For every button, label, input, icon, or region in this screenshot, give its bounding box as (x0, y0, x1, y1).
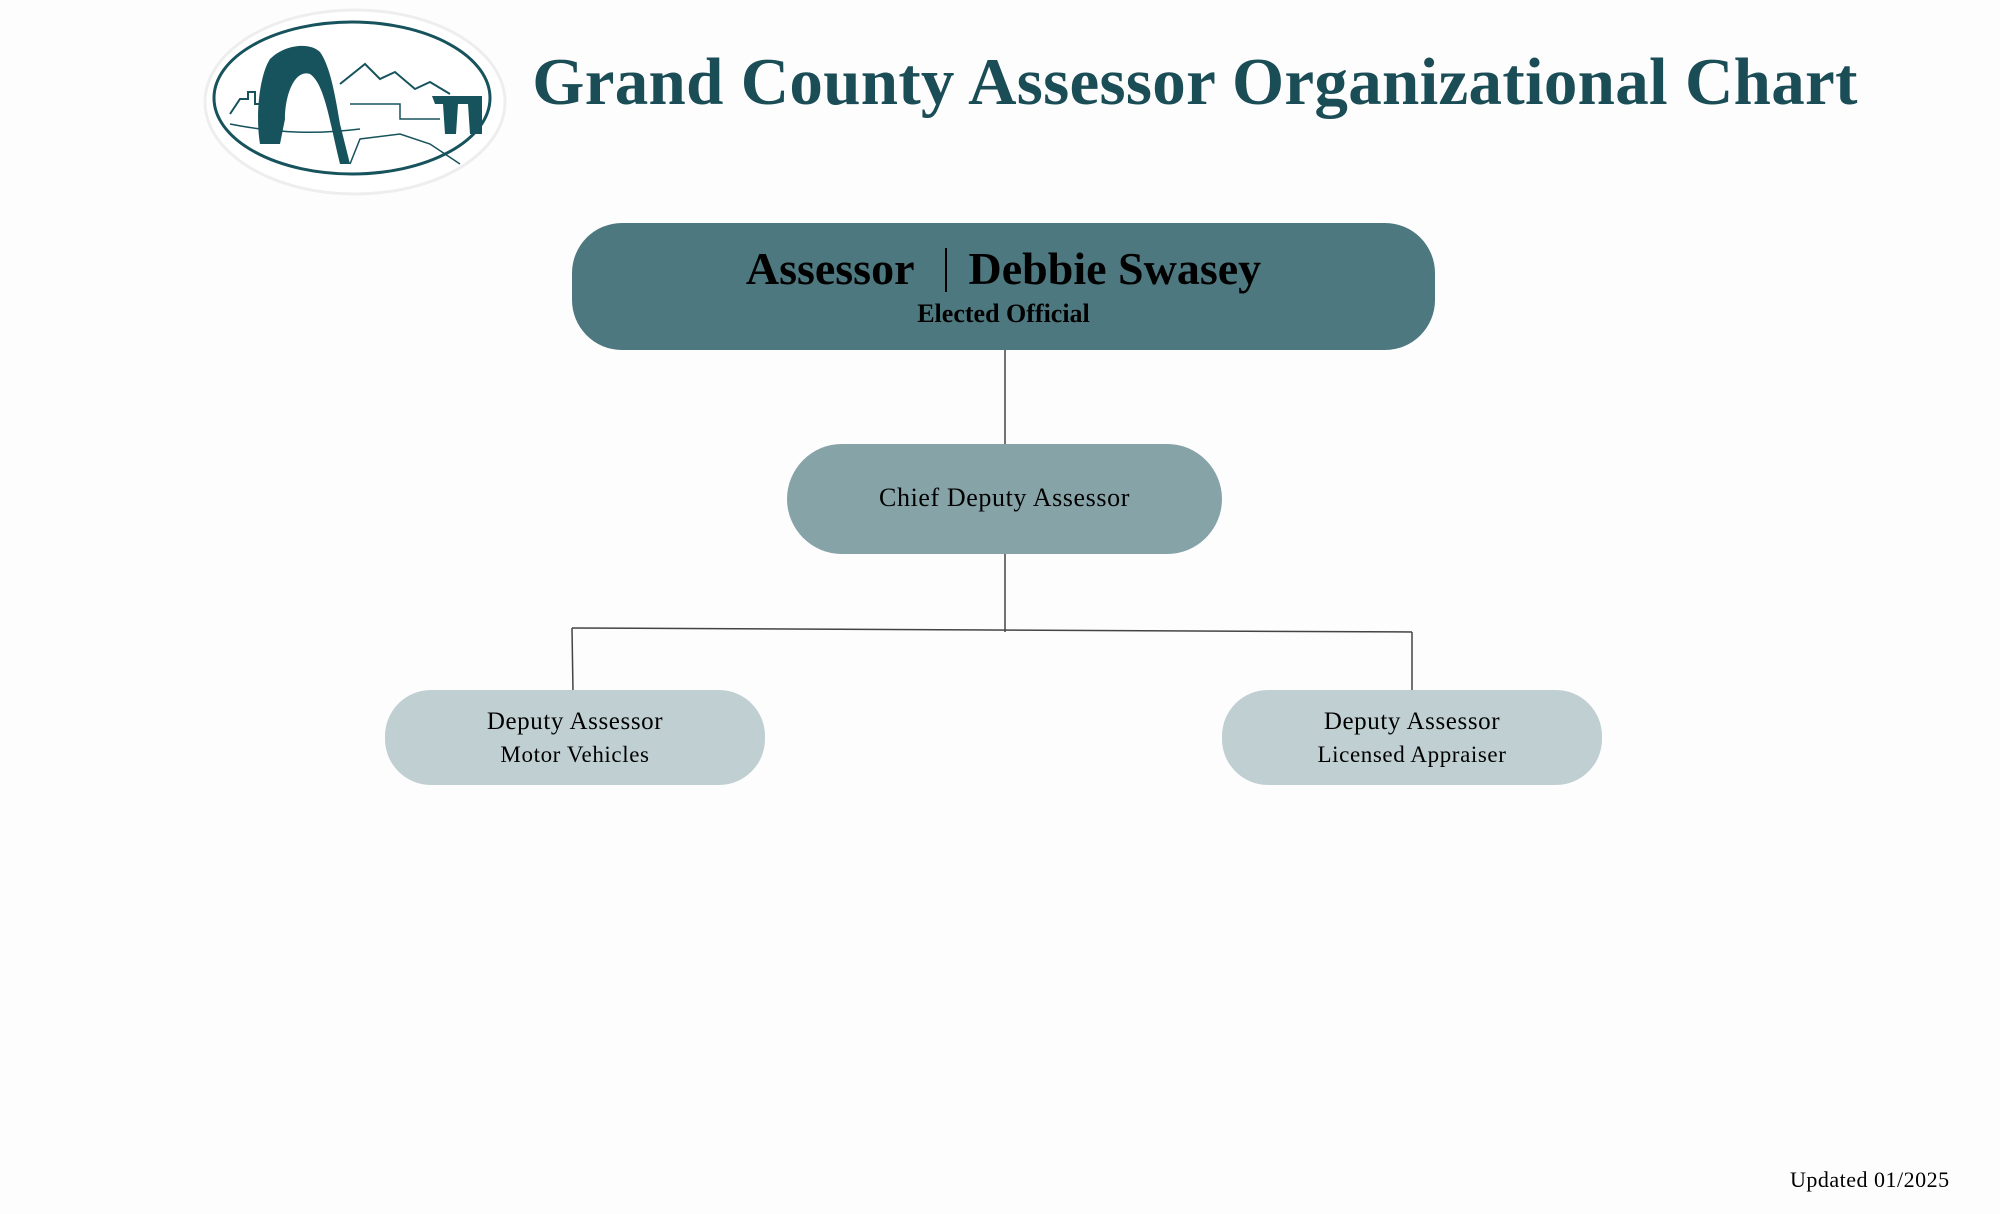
deputy-role: Deputy Assessor (486, 707, 664, 735)
assessor-subtitle: Elected Official (917, 298, 1090, 328)
assessor-name: Debbie Swasey (968, 243, 1262, 295)
county-logo (203, 8, 507, 196)
updated-date: Updated 01/2025 (1790, 1167, 1950, 1192)
divider (944, 247, 947, 292)
deputy-area: Motor Vehicles (500, 741, 650, 767)
deputy-node-licensed-appraiser: Deputy Assessor Licensed Appraiser (1222, 690, 1602, 785)
deputy-node-motor-vehicles: Deputy Assessor Motor Vehicles (385, 690, 765, 785)
page-title: Grand County Assessor Organizational Cha… (532, 45, 1858, 119)
connector-left-deputy (571, 627, 574, 693)
chief-deputy-node: Chief Deputy Assessor (787, 444, 1222, 554)
chief-deputy-role: Chief Deputy Assessor (879, 483, 1130, 512)
deputy-role: Deputy Assessor (1323, 707, 1501, 735)
assessor-role: Assessor (745, 243, 915, 295)
assessor-node: Assessor Debbie Swasey Elected Official (572, 223, 1435, 350)
deputy-area: Licensed Appraiser (1317, 741, 1507, 767)
connector-horizontal (571, 627, 1413, 633)
